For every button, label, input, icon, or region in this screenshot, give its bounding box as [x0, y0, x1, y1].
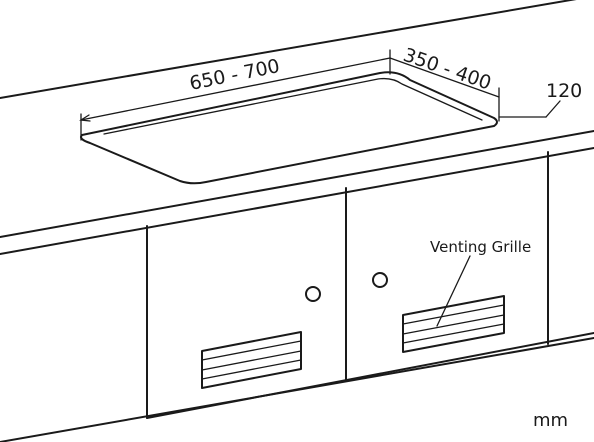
- units-label: mm: [533, 410, 568, 431]
- venting-grille-left: [201, 331, 302, 389]
- door-knob-left: [305, 286, 321, 302]
- door-knob-right: [372, 272, 388, 288]
- countertop-back-edge: [0, 0, 577, 99]
- countertop-lower-edge: [0, 147, 594, 255]
- length-dimension: [79, 49, 391, 141]
- venting-grille-right: [402, 295, 505, 353]
- venting-grille-label: Venting Grille: [430, 238, 531, 256]
- depth-dimension-label: 120: [546, 80, 582, 102]
- width-dimension-label: 350 - 400: [400, 44, 494, 95]
- width-dimension: [389, 57, 500, 122]
- countertop-front-edge: [0, 130, 594, 238]
- cabinet-dividers: [146, 151, 549, 419]
- venting-grille-leader: [436, 255, 471, 327]
- depth-leader: [498, 100, 561, 118]
- cabinet-base-line: [146, 332, 594, 419]
- cutout-opening: [80, 71, 498, 185]
